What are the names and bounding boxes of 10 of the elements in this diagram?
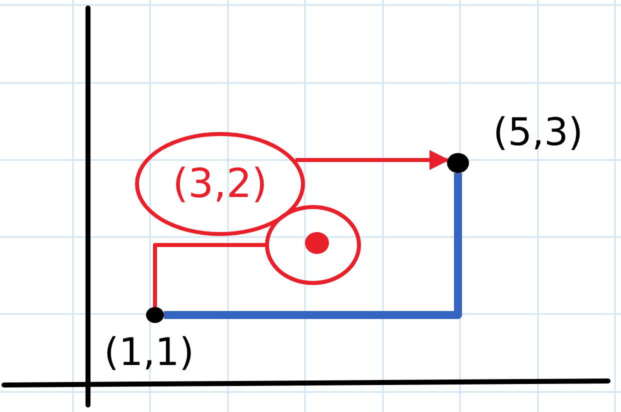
circled-midpoint (265, 205, 361, 285)
arrow (295, 150, 450, 170)
point-dot (146, 307, 164, 323)
coordinate-label: (1,1) (104, 333, 194, 371)
point-dot (447, 153, 469, 173)
connector (153, 243, 265, 307)
coordinate-label: (3,2) (172, 161, 268, 207)
ellipse-label (135, 132, 305, 236)
coordinate-label: (5,3) (493, 113, 584, 151)
connector (164, 173, 462, 319)
